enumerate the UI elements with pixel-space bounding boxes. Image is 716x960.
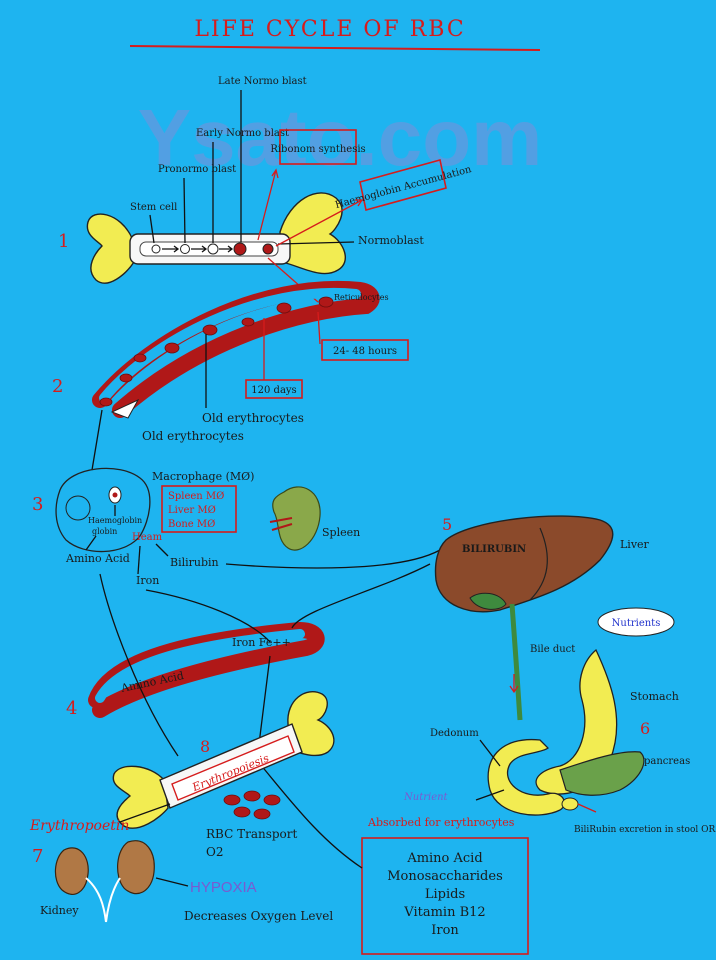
spleen-organ (272, 486, 321, 551)
nutrient-monosaccharides: Monosaccharides (387, 869, 503, 884)
excretion-label: BiliRubin excretion in stool OR urine. (574, 825, 716, 835)
kidney-label: Kidney (40, 904, 79, 917)
nutrient-list-box (361, 837, 529, 955)
nutrient-label: Nutrient (403, 792, 449, 803)
nutrient-amino: Amino Acid (406, 851, 482, 866)
liver-mo: Liver MØ (168, 505, 216, 516)
stem-cell (151, 244, 161, 254)
normoblast-pointer (277, 241, 355, 245)
bile-duct (509, 603, 523, 721)
bone-1 (86, 192, 347, 284)
haemoglobin-box (359, 159, 447, 211)
bilirubin-to-liver-arrow (225, 549, 441, 569)
nutrient-vitamin: Vitamin B12 (403, 905, 485, 920)
amino-label: Amino Acid (65, 552, 130, 565)
old-rbc-marker (110, 398, 140, 419)
old-erythrocytes-1: Old erythrocytes (202, 411, 304, 425)
ribosome-arrow (257, 168, 279, 241)
rbc-cluster-vessel (99, 296, 334, 407)
rbc-cluster-transport (223, 790, 281, 820)
step-2-label: 2 (52, 376, 63, 397)
vessel-iron-label: Iron Fe++ (232, 636, 291, 649)
macrophage-nucleus (65, 495, 91, 521)
rbc-transport-label: RBC Transport (206, 827, 297, 841)
liver-label: Liver (620, 538, 650, 551)
liver-organ (434, 515, 614, 613)
old-erythrocytes-2: Old erythrocytes (142, 429, 244, 443)
haemoglobin-label: Haemoglobin (88, 516, 142, 525)
globin-label: globin (92, 527, 117, 536)
stomach-label: Stomach (630, 690, 679, 703)
step-5-label: 5 (442, 515, 452, 534)
iron-label: Iron (136, 574, 159, 587)
bone-mo: Bone MØ (168, 519, 215, 530)
days-box (245, 379, 303, 399)
hypoxia-label: HYPOXIA (190, 879, 257, 896)
haemoglobin-arrow (275, 199, 364, 247)
bilirubin-label-3: Bilirubin (170, 556, 219, 569)
stem-cell-pointer (149, 214, 155, 244)
step-6-label: 6 (640, 719, 650, 738)
early-normoblast-cell (207, 243, 219, 255)
normoblast-cell (262, 243, 274, 255)
watermark: Ysato.com (138, 93, 543, 182)
stage-normoblast: Normoblast (358, 234, 424, 247)
marrow-cells (151, 242, 274, 256)
decreases-label: Decreases Oxygen Level (184, 909, 333, 923)
macrophage-cell (55, 467, 151, 553)
nutrients-bubble (597, 607, 675, 637)
days-text: 120 days (251, 385, 296, 396)
erythropoietin-label: Erythropoetin (29, 818, 129, 834)
duodenum-label: Dedonum (430, 728, 479, 739)
spleen-label: Spleen (322, 526, 360, 539)
ribosome-box (279, 129, 357, 165)
absorbed-label: Absorbed for erythrocytes (367, 816, 515, 829)
iron-to-marrow-arrow (257, 655, 271, 753)
stage-pronormoblast: Pronormo blast (158, 164, 236, 175)
hours-box (321, 339, 409, 361)
late-normoblast-cell (233, 242, 247, 256)
spleen-mo: Spleen MØ (168, 491, 224, 502)
bile-duct-label: Bile duct (530, 644, 575, 655)
nutrient-lipids: Lipids (425, 887, 465, 902)
stage-late-normoblast: Late Normo blast (218, 76, 307, 87)
pancreas-label: pancreas (644, 756, 690, 767)
to-macrophage-arrow (91, 409, 103, 471)
o2-label: O2 (206, 845, 223, 859)
ribosome-text: Ribonom synthesis (270, 144, 365, 155)
pronormoblast-cell (180, 244, 190, 254)
step-3-label: 3 (32, 494, 43, 515)
stage-stem-cell: Stem cell (130, 202, 177, 213)
kidney-right (117, 840, 155, 895)
step-4-label: 4 (66, 698, 77, 719)
stage-early-normoblast: Early Normo blast (196, 128, 289, 139)
step-8-label: 8 (200, 737, 210, 756)
pronormoblast-pointer (183, 177, 186, 244)
kidney-left (54, 847, 89, 895)
macrophage-label: Macrophage (MØ) (152, 470, 254, 483)
pancreas-organ (559, 751, 645, 796)
amino-to-marrow-arrow (99, 573, 179, 757)
step-7-label: 7 (32, 846, 43, 867)
title-underline (129, 45, 541, 51)
hours-arrow (317, 311, 321, 345)
liver-bilirubin: BILIRUBIN (462, 544, 526, 555)
nutrients-to-marrow-arrow (259, 763, 363, 869)
hours-text: 24- 48 hours (333, 346, 397, 357)
page-title: LIFE CYCLE OF RBC (194, 17, 465, 42)
iron-to-vessel-arrow (145, 589, 271, 643)
nutrient-iron: Iron (431, 923, 459, 938)
heam-label: Heam (132, 532, 163, 543)
step-1-label: 1 (58, 231, 69, 252)
reticulocytes-label: Reticulocytes (334, 293, 389, 302)
nutrients-label: Nutrients (612, 618, 661, 629)
bone-2 (112, 691, 335, 829)
macrophage-types-box (161, 485, 237, 533)
